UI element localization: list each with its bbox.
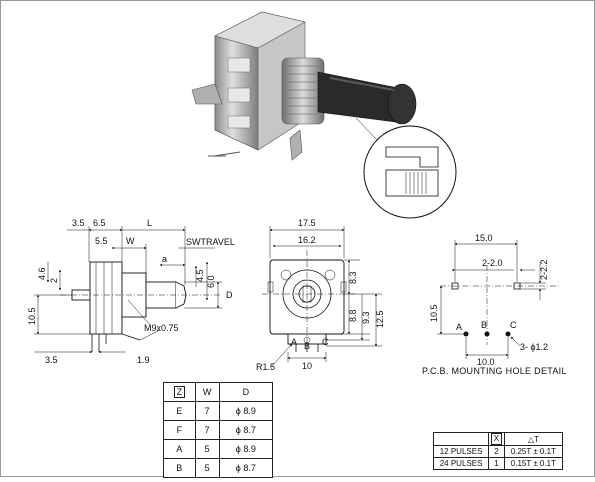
cell-w: 5 bbox=[194, 439, 220, 459]
dim-15-0: 15.0 bbox=[475, 233, 493, 243]
cell-w: 5 bbox=[194, 458, 220, 478]
cell-z: F bbox=[163, 420, 196, 440]
dim-17-5: 17.5 bbox=[298, 218, 316, 228]
table-row: 12 PULSES 2 0.25T ± 0.1T bbox=[432, 445, 564, 458]
table-header-row: Z W D bbox=[163, 382, 274, 402]
cell-z: E bbox=[163, 401, 196, 421]
table-row: A 5 ϕ 8.9 bbox=[163, 439, 274, 459]
dim-12-5: 12.5 bbox=[375, 310, 385, 328]
dim-2-2-0: 2-2.0 bbox=[482, 258, 503, 268]
cell-pulses: 12 PULSES bbox=[432, 445, 490, 458]
table-row: B 5 ϕ 8.7 bbox=[163, 458, 274, 478]
cell-z: A bbox=[163, 439, 196, 459]
header-x: X bbox=[488, 432, 505, 446]
cell-w: 7 bbox=[194, 420, 220, 440]
hole-B-label: B bbox=[481, 320, 487, 330]
pulse-table: X △T 12 PULSES 2 0.25T ± 0.1T 24 PULSES … bbox=[432, 432, 564, 470]
dim-8-3: 8.3 bbox=[348, 271, 358, 284]
pcb-hole-detail: 15.0 2-2.0 2-2.2 10.5 A B C 10.0 3- ϕ1.2 bbox=[429, 233, 560, 367]
dim-1-9: 1.9 bbox=[137, 355, 150, 365]
hole-A-label: A bbox=[456, 322, 462, 332]
hole-C-label: C bbox=[510, 320, 517, 330]
dim-D: D bbox=[226, 290, 233, 300]
cell-d: ϕ 8.9 bbox=[218, 401, 274, 421]
dim-L: L bbox=[147, 218, 152, 228]
dim-9-3: 9.3 bbox=[361, 311, 371, 324]
dim-R1-5: R1.5 bbox=[256, 362, 275, 372]
dim-6-0: 6.0 bbox=[206, 275, 216, 288]
dim-10-5-pcb: 10.5 bbox=[429, 304, 439, 322]
cell-d: ϕ 8.7 bbox=[218, 420, 274, 440]
side-view: 3.5 6.5 L 5.5 W SWTRAVEL a 4.5 6.0 D 4.6… bbox=[27, 218, 235, 365]
table-row: E 7 ϕ 8.9 bbox=[163, 401, 274, 421]
pcb-detail-title: P.C.B. MOUNTING HOLE DETAIL bbox=[422, 366, 567, 376]
cell-x: 1 bbox=[488, 457, 505, 470]
table-header-row: X △T bbox=[432, 432, 564, 446]
dim-W: W bbox=[126, 236, 135, 246]
table-row: F 7 ϕ 8.7 bbox=[163, 420, 274, 440]
pin-C-label: C bbox=[322, 337, 329, 347]
dim-10-5: 10.5 bbox=[27, 307, 37, 325]
dim-2: 2 bbox=[49, 278, 59, 283]
cell-delta-t: 0.15T ± 0.1T bbox=[503, 457, 564, 470]
dim-3-5-top: 3.5 bbox=[72, 218, 85, 228]
header-delta-t: △T bbox=[503, 432, 564, 446]
dim-16-2: 16.2 bbox=[298, 235, 316, 245]
thread-spec: M9x0.75 bbox=[144, 323, 179, 333]
dim-4-5: 4.5 bbox=[195, 269, 205, 282]
dim-10-0: 10.0 bbox=[477, 357, 495, 367]
cell-d: ϕ 8.9 bbox=[218, 439, 274, 459]
dim-8-8: 8.8 bbox=[348, 309, 358, 322]
header-z: Z bbox=[163, 382, 196, 402]
dim-5-5: 5.5 bbox=[95, 236, 108, 246]
cell-pulses: 24 PULSES bbox=[432, 457, 490, 470]
dim-2-2-2: 2-2.2 bbox=[539, 259, 549, 280]
dim-3-5-bot: 3.5 bbox=[45, 355, 58, 365]
cell-z: B bbox=[163, 458, 196, 478]
pin-B-label: B bbox=[304, 341, 310, 351]
dim-6-5: 6.5 bbox=[93, 218, 106, 228]
shaft-option-table: Z W D E 7 ϕ 8.9 F 7 ϕ 8.7 A 5 ϕ 8.9 B 5 … bbox=[163, 382, 274, 478]
swtravel-label: SWTRAVEL bbox=[186, 237, 235, 247]
dim-10: 10 bbox=[302, 361, 312, 371]
header-blank bbox=[432, 432, 490, 446]
cell-delta-t: 0.25T ± 0.1T bbox=[503, 445, 564, 458]
header-w: W bbox=[194, 382, 220, 402]
cell-x: 2 bbox=[488, 445, 505, 458]
table-row: 24 PULSES 1 0.15T ± 0.1T bbox=[432, 457, 564, 470]
cell-w: 7 bbox=[194, 401, 220, 421]
shaft-detail-inset bbox=[355, 117, 457, 219]
dim-a: a bbox=[162, 254, 167, 264]
dim-4-6: 4.6 bbox=[37, 267, 47, 280]
cell-d: ϕ 8.7 bbox=[218, 458, 274, 478]
pin-A-label: A bbox=[291, 337, 297, 347]
encoder-photo bbox=[191, 11, 417, 161]
front-view: 17.5 16.2 8.3 8.8 9.3 12.5 A B C R1.5 10 bbox=[256, 218, 385, 372]
header-d: D bbox=[218, 382, 274, 402]
hole-dia: 3- ϕ1.2 bbox=[520, 342, 548, 352]
